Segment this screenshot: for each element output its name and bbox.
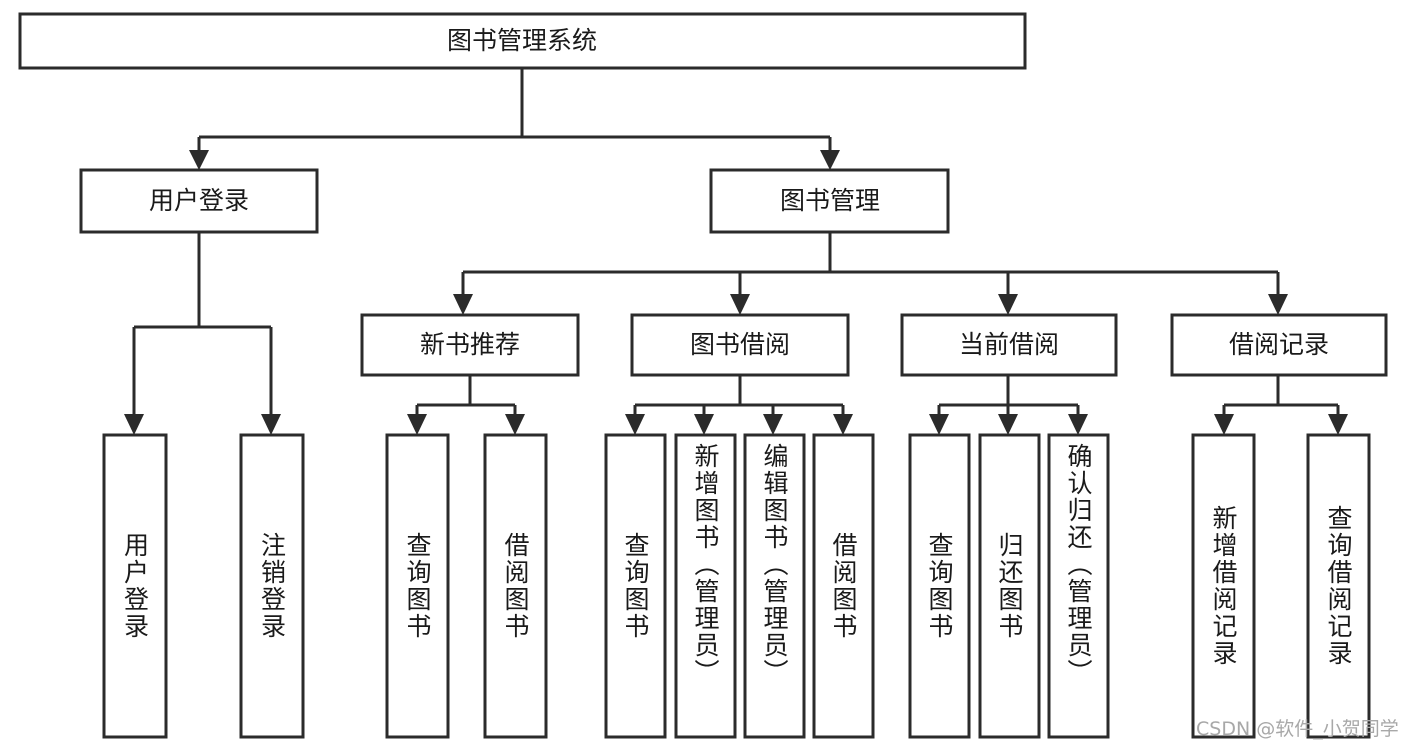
edge-group bbox=[124, 68, 1348, 435]
arrow-head-leaf-edit-book bbox=[763, 414, 783, 435]
node-leaf-confirm-return[interactable] bbox=[1047, 433, 1110, 739]
node-book-management[interactable] bbox=[709, 168, 950, 234]
arrow-head-leaf-user-login bbox=[124, 414, 144, 435]
node-user-login-label: 用户登录 bbox=[149, 186, 249, 215]
arrow-head-leaf-confirm-return bbox=[1068, 414, 1088, 435]
node-leaf-logout[interactable] bbox=[239, 433, 305, 739]
node-borrow-record-label: 借阅记录 bbox=[1229, 330, 1329, 359]
arrow-head-borrow-record bbox=[1268, 294, 1288, 315]
node-book-borrow[interactable] bbox=[630, 313, 850, 377]
csdn-watermark: CSDN @软件_小贺同学 bbox=[1196, 718, 1399, 740]
arrow-head-leaf-add-record bbox=[1214, 414, 1234, 435]
node-leaf-add-record[interactable] bbox=[1191, 433, 1256, 739]
arrow-head-leaf-borrow-book-1 bbox=[505, 414, 525, 435]
arrow-head-current-borrow bbox=[998, 294, 1018, 315]
node-current-borrow[interactable] bbox=[900, 313, 1118, 377]
node-leaf-return-book[interactable] bbox=[978, 433, 1041, 739]
arrow-head-user-login bbox=[189, 150, 209, 170]
node-leaf-borrow-book-1[interactable] bbox=[483, 433, 548, 739]
node-leaf-user-login[interactable] bbox=[102, 433, 168, 739]
node-new-book-recommend-label: 新书推荐 bbox=[420, 330, 520, 359]
node-leaf-query-book-3[interactable] bbox=[908, 433, 971, 739]
node-new-book-recommend[interactable] bbox=[360, 313, 580, 377]
node-current-borrow-label: 当前借阅 bbox=[959, 330, 1059, 359]
node-book-borrow-label: 图书借阅 bbox=[690, 330, 790, 359]
node-user-login[interactable] bbox=[79, 168, 319, 234]
node-group: 图书管理系统 用户登录 图书管理 新书推荐 图书借阅 当前借阅 借阅记录 bbox=[18, 12, 1388, 739]
node-leaf-query-book-1[interactable] bbox=[385, 433, 450, 739]
node-leaf-edit-book[interactable] bbox=[743, 433, 806, 739]
node-borrow-record[interactable] bbox=[1170, 313, 1388, 377]
arrow-head-leaf-return-book bbox=[998, 414, 1018, 435]
arrow-head-leaf-add-book bbox=[694, 414, 714, 435]
node-leaf-query-record[interactable] bbox=[1306, 433, 1371, 739]
arrow-head-leaf-logout bbox=[261, 414, 281, 435]
node-leaf-borrow-book-2[interactable] bbox=[812, 433, 875, 739]
node-root[interactable] bbox=[18, 12, 1027, 70]
arrow-head-leaf-query-record bbox=[1328, 414, 1348, 435]
node-leaf-query-book-2[interactable] bbox=[604, 433, 667, 739]
node-book-management-label: 图书管理 bbox=[780, 186, 880, 215]
arrow-head-new-book-recommend bbox=[453, 294, 473, 315]
arrow-head-leaf-query-book-2 bbox=[625, 414, 645, 435]
arrow-head-book-management bbox=[820, 150, 840, 170]
arrow-head-book-borrow bbox=[730, 294, 750, 315]
arrow-head-leaf-query-book-3 bbox=[929, 414, 949, 435]
arrow-head-leaf-query-book-1 bbox=[407, 414, 427, 435]
arrow-head-leaf-borrow-book-2 bbox=[833, 414, 853, 435]
node-leaf-add-book[interactable] bbox=[674, 433, 737, 739]
node-root-label: 图书管理系统 bbox=[447, 26, 597, 55]
